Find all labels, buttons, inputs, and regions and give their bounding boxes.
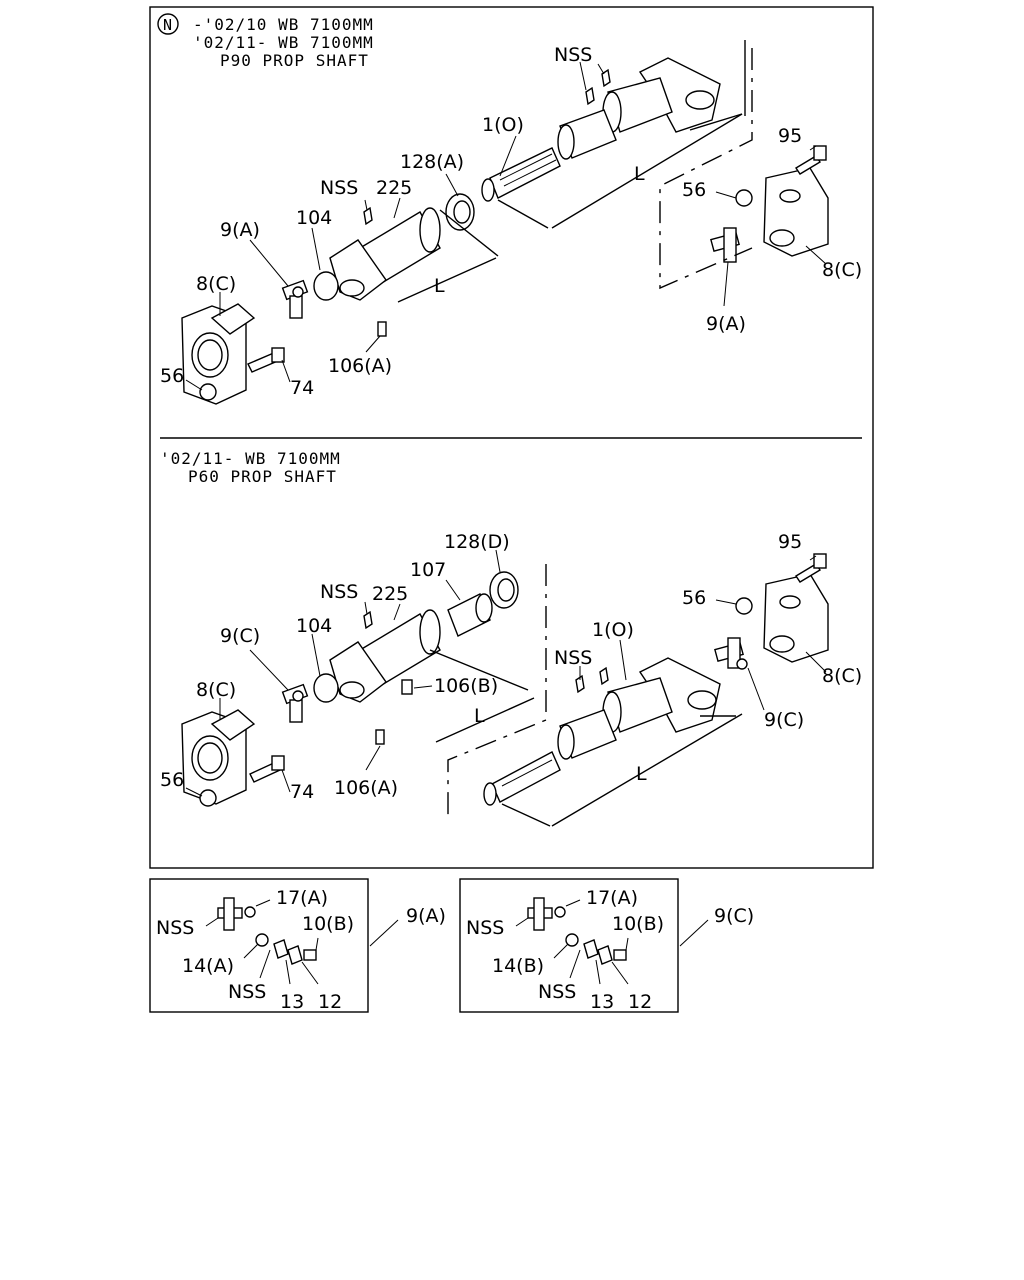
inset-left-14: 14(A) <box>182 955 234 977</box>
inset-right-10b: 10(B) <box>612 913 664 935</box>
main-frame <box>149 6 874 869</box>
label-part-8c-right: 8(C) <box>822 259 862 281</box>
label-part-74-bottom: 74 <box>290 781 314 803</box>
label-dim-l-upper: L <box>634 163 645 185</box>
inset-left-drawing <box>205 897 399 985</box>
label-part-56-right-bottom: 56 <box>682 587 706 609</box>
label-part-56-right: 56 <box>682 179 706 201</box>
inset-right-13: 13 <box>590 991 614 1013</box>
top-drawing <box>181 40 829 405</box>
inset-left-title: 9(A) <box>406 905 446 927</box>
label-part-56-left-bottom: 56 <box>160 769 184 791</box>
inset-right-title: 9(C) <box>714 905 754 927</box>
bottom-header-line-1: '02/11- WB 7100MM <box>160 449 341 468</box>
bottom-drawing <box>181 549 829 827</box>
label-nss-top: NSS <box>554 44 592 66</box>
label-part-225-bottom: 225 <box>372 583 408 605</box>
label-part-8c-left-bottom: 8(C) <box>196 679 236 701</box>
inset-left-10b: 10(B) <box>302 913 354 935</box>
label-part-9a-left: 9(A) <box>220 219 260 241</box>
top-header-line-2: '02/11- WB 7100MM <box>193 33 374 52</box>
inset-left-13: 13 <box>280 991 304 1013</box>
top-header-line-3: P90 PROP SHAFT <box>220 51 369 70</box>
inset-right-drawing <box>515 897 709 985</box>
label-part-95-bottom: 95 <box>778 531 802 553</box>
symbol-n-badge: N <box>157 13 179 35</box>
label-part-1-bottom: 1(O) <box>592 619 634 641</box>
label-part-104-bottom: 104 <box>296 615 332 637</box>
label-part-106a-bottom: 106(A) <box>334 777 398 799</box>
label-part-95: 95 <box>778 125 802 147</box>
label-part-8c-right-bottom: 8(C) <box>822 665 862 687</box>
inset-right-14: 14(B) <box>492 955 544 977</box>
label-part-225: 225 <box>376 177 412 199</box>
label-nss-mid-bottom: NSS <box>320 581 358 603</box>
inset-right-nss-a: NSS <box>466 917 504 939</box>
label-part-9a-right: 9(A) <box>706 313 746 335</box>
label-part-104: 104 <box>296 207 332 229</box>
label-part-56-left: 56 <box>160 365 184 387</box>
svg-text:N: N <box>163 16 173 34</box>
inset-right-nss-b: NSS <box>538 981 576 1003</box>
label-part-8c-left: 8(C) <box>196 273 236 295</box>
inset-left-12: 12 <box>318 991 342 1013</box>
label-part-128d: 128(D) <box>444 531 510 553</box>
inset-left-nss-a: NSS <box>156 917 194 939</box>
inset-left-17a: 17(A) <box>276 887 328 909</box>
label-part-128a: 128(A) <box>400 151 464 173</box>
label-nss-right-bottom: NSS <box>554 647 592 669</box>
label-dim-l-mid: L <box>474 705 485 727</box>
label-dim-l-lower-bottom: L <box>636 763 647 785</box>
label-part-9c-left: 9(C) <box>220 625 260 647</box>
inset-left-nss-b: NSS <box>228 981 266 1003</box>
label-part-1: 1(O) <box>482 114 524 136</box>
inset-right-12: 12 <box>628 991 652 1013</box>
label-dim-l-lower: L <box>434 275 445 297</box>
inset-frame-right <box>459 878 679 1013</box>
inset-right-17a: 17(A) <box>586 887 638 909</box>
inset-frame-left <box>149 878 369 1013</box>
bottom-header-line-2: P60 PROP SHAFT <box>188 467 337 486</box>
top-header-line-1: -'02/10 WB 7100MM <box>193 15 374 34</box>
label-nss-mid: NSS <box>320 177 358 199</box>
label-part-106b: 106(B) <box>434 675 498 697</box>
label-part-9c-right: 9(C) <box>764 709 804 731</box>
label-part-106a: 106(A) <box>328 355 392 377</box>
label-part-74: 74 <box>290 377 314 399</box>
label-part-107: 107 <box>410 559 446 581</box>
